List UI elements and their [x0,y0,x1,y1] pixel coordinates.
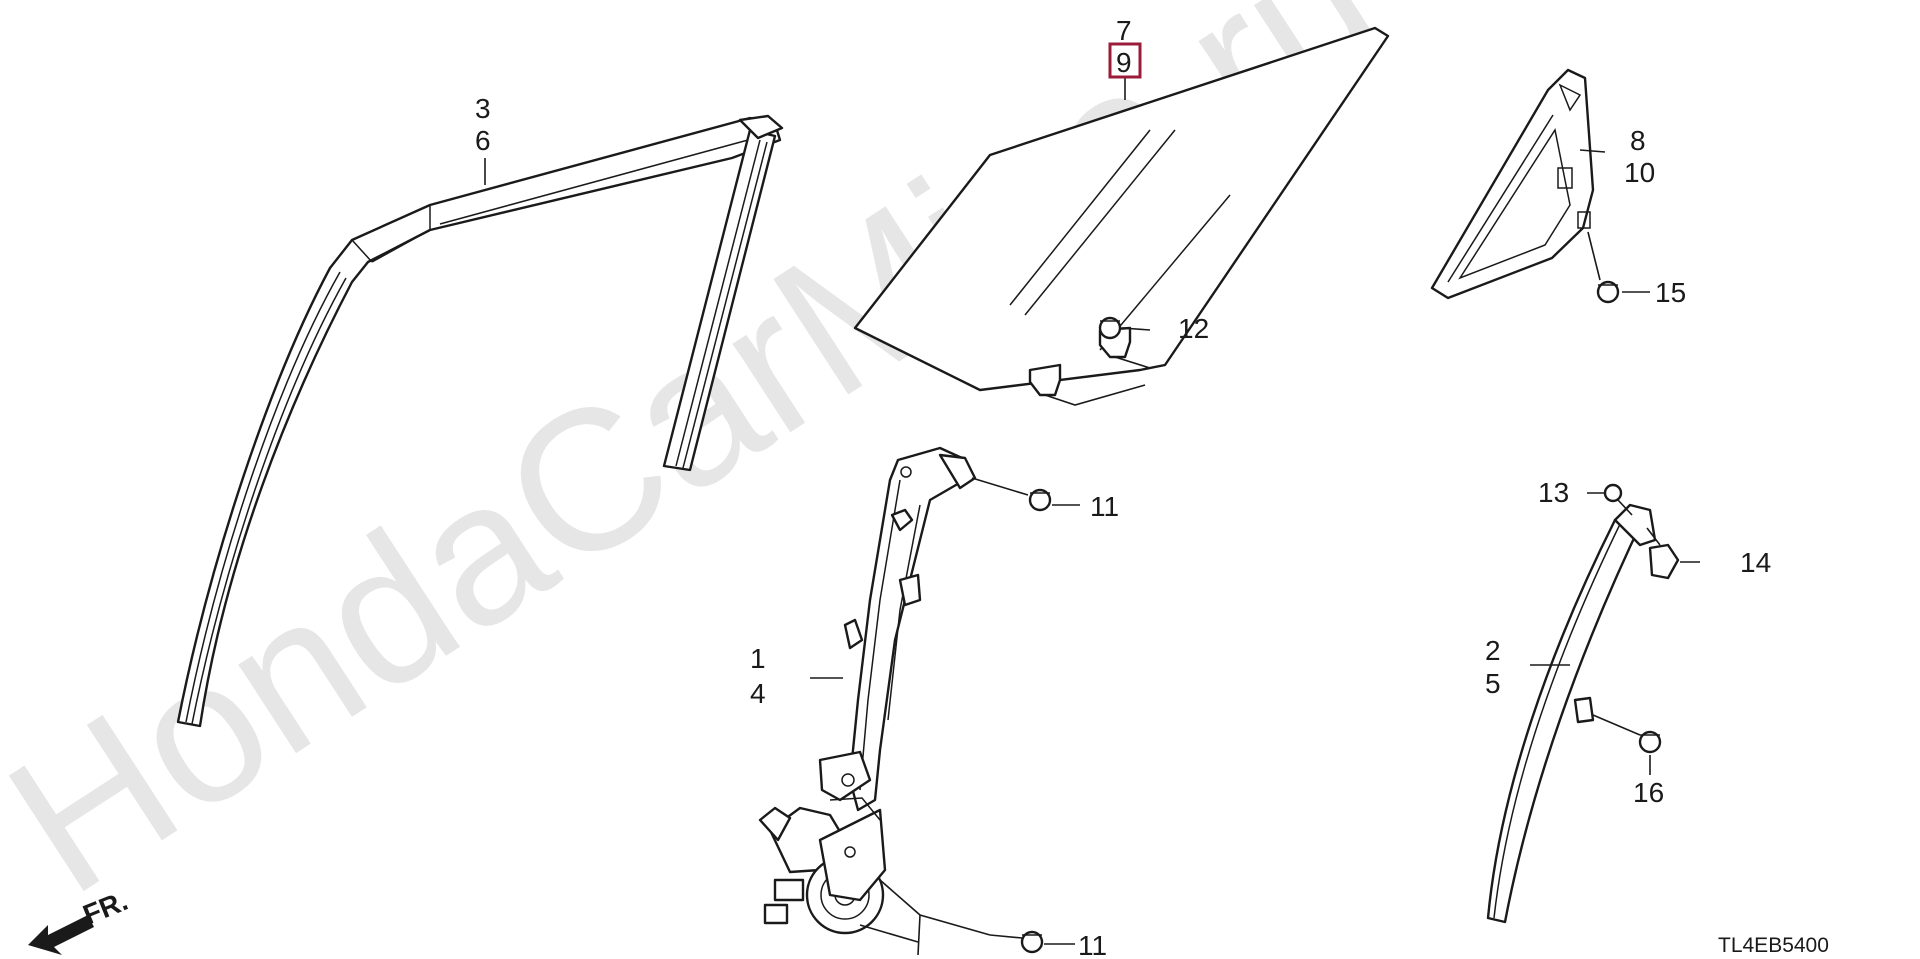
callout-15: 15 [1655,277,1686,308]
center-channel[interactable] [1486,503,1657,924]
front-arrow-icon [28,915,94,955]
callout-11-lower: 11 [1078,930,1107,959]
diagram-code: TL4EB5400 [1718,934,1829,957]
quarter-glass[interactable] [1430,68,1606,300]
callout-16: 16 [1633,777,1664,808]
callout-11-upper: 11 [1090,491,1119,522]
clip-14[interactable] [1646,527,1700,580]
callout-2: 2 [1485,635,1501,666]
bolt-13[interactable] [1587,483,1633,516]
callout-6: 6 [475,125,491,156]
door-sash-channel[interactable] [176,114,784,728]
bolt-11-upper[interactable] [971,477,1080,512]
bolt-12[interactable] [1098,316,1151,340]
callout-9-highlight [1108,42,1142,79]
bolt-11-lower[interactable] [989,930,1075,954]
callout-9[interactable]: 9 [1116,47,1132,78]
callout-12: 12 [1178,313,1209,344]
callout-8: 8 [1630,125,1646,156]
window-regulator[interactable] [758,446,991,956]
bolt-15[interactable] [1587,231,1650,304]
callout-13: 13 [1538,477,1569,508]
door-glass[interactable] [853,26,1390,406]
callout-1: 1 [750,643,766,674]
callout-14: 14 [1740,547,1771,578]
callout-4: 4 [750,678,766,709]
callout-10: 10 [1624,157,1655,188]
bolt-16[interactable] [1592,714,1662,775]
callout-5: 5 [1485,668,1501,699]
callout-3: 3 [475,93,491,124]
callout-7: 7 [1116,15,1132,46]
